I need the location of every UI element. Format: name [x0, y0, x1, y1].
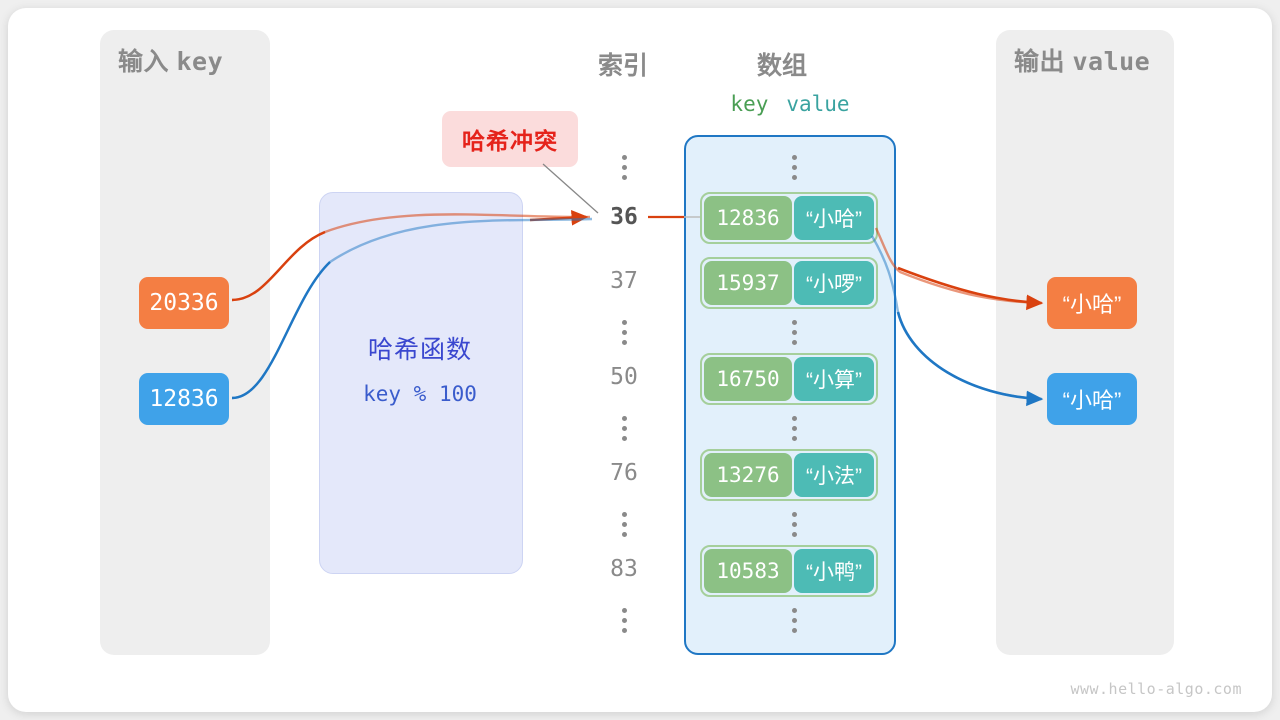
input-panel-title-mono: key: [176, 47, 224, 76]
array-entry-value: “小鸭”: [794, 549, 874, 593]
array-entry-4: 10583 “小鸭”: [700, 545, 878, 597]
hash-function-box: [319, 192, 523, 574]
index-label-76: 76: [610, 460, 638, 486]
array-entry-2: 16750 “小算”: [700, 353, 878, 405]
index-label-36: 36: [610, 204, 638, 230]
array-entry-key: 12836: [704, 196, 792, 240]
vertical-ellipsis-icon: [590, 416, 658, 441]
array-entry-value: “小哈”: [794, 196, 874, 240]
output-value-chip-1: “小哈”: [1047, 373, 1137, 425]
watermark: www.hello-algo.com: [1070, 680, 1242, 698]
output-panel-title: 输出 value: [1014, 42, 1150, 78]
array-column-title: 数组: [757, 52, 808, 80]
vertical-ellipsis-icon: [590, 512, 658, 537]
array-entry-0: 12836 “小哈”: [700, 192, 878, 244]
index-label-50: 50: [610, 364, 638, 390]
value-header-label: value: [786, 92, 850, 116]
output-panel: [996, 30, 1174, 655]
array-entry-value: “小法”: [794, 453, 874, 497]
array-entry-key: 16750: [704, 357, 792, 401]
index-column-title: 索引: [598, 52, 649, 80]
input-panel: [100, 30, 270, 655]
vertical-ellipsis-icon: [760, 608, 828, 633]
output-panel-title-mono: value: [1072, 47, 1151, 76]
vertical-ellipsis-icon: [760, 416, 828, 441]
vertical-ellipsis-icon: [760, 512, 828, 537]
hash-collision-badge: 哈希冲突: [442, 111, 578, 167]
input-key-chip-0: 20336: [139, 277, 229, 329]
vertical-ellipsis-icon: [760, 155, 828, 180]
array-entry-value: “小啰”: [794, 261, 874, 305]
key-value-header: key value: [684, 92, 896, 116]
vertical-ellipsis-icon: [760, 320, 828, 345]
key-header-label: key: [730, 92, 769, 116]
array-entry-3: 13276 “小法”: [700, 449, 878, 501]
index-label-83: 83: [610, 556, 638, 582]
input-panel-title: 输入 key: [118, 42, 223, 78]
vertical-ellipsis-icon: [590, 155, 658, 180]
index-label-37: 37: [610, 268, 638, 294]
output-value-chip-0: “小哈”: [1047, 277, 1137, 329]
output-panel-title-cn: 输出: [1014, 48, 1066, 76]
input-panel-title-cn: 输入: [118, 48, 170, 76]
array-entry-key: 13276: [704, 453, 792, 497]
array-entry-key: 15937: [704, 261, 792, 305]
vertical-ellipsis-icon: [590, 320, 658, 345]
array-entry-key: 10583: [704, 549, 792, 593]
input-key-chip-1: 12836: [139, 373, 229, 425]
vertical-ellipsis-icon: [590, 608, 658, 633]
array-entry-value: “小算”: [794, 357, 874, 401]
array-entry-1: 15937 “小啰”: [700, 257, 878, 309]
